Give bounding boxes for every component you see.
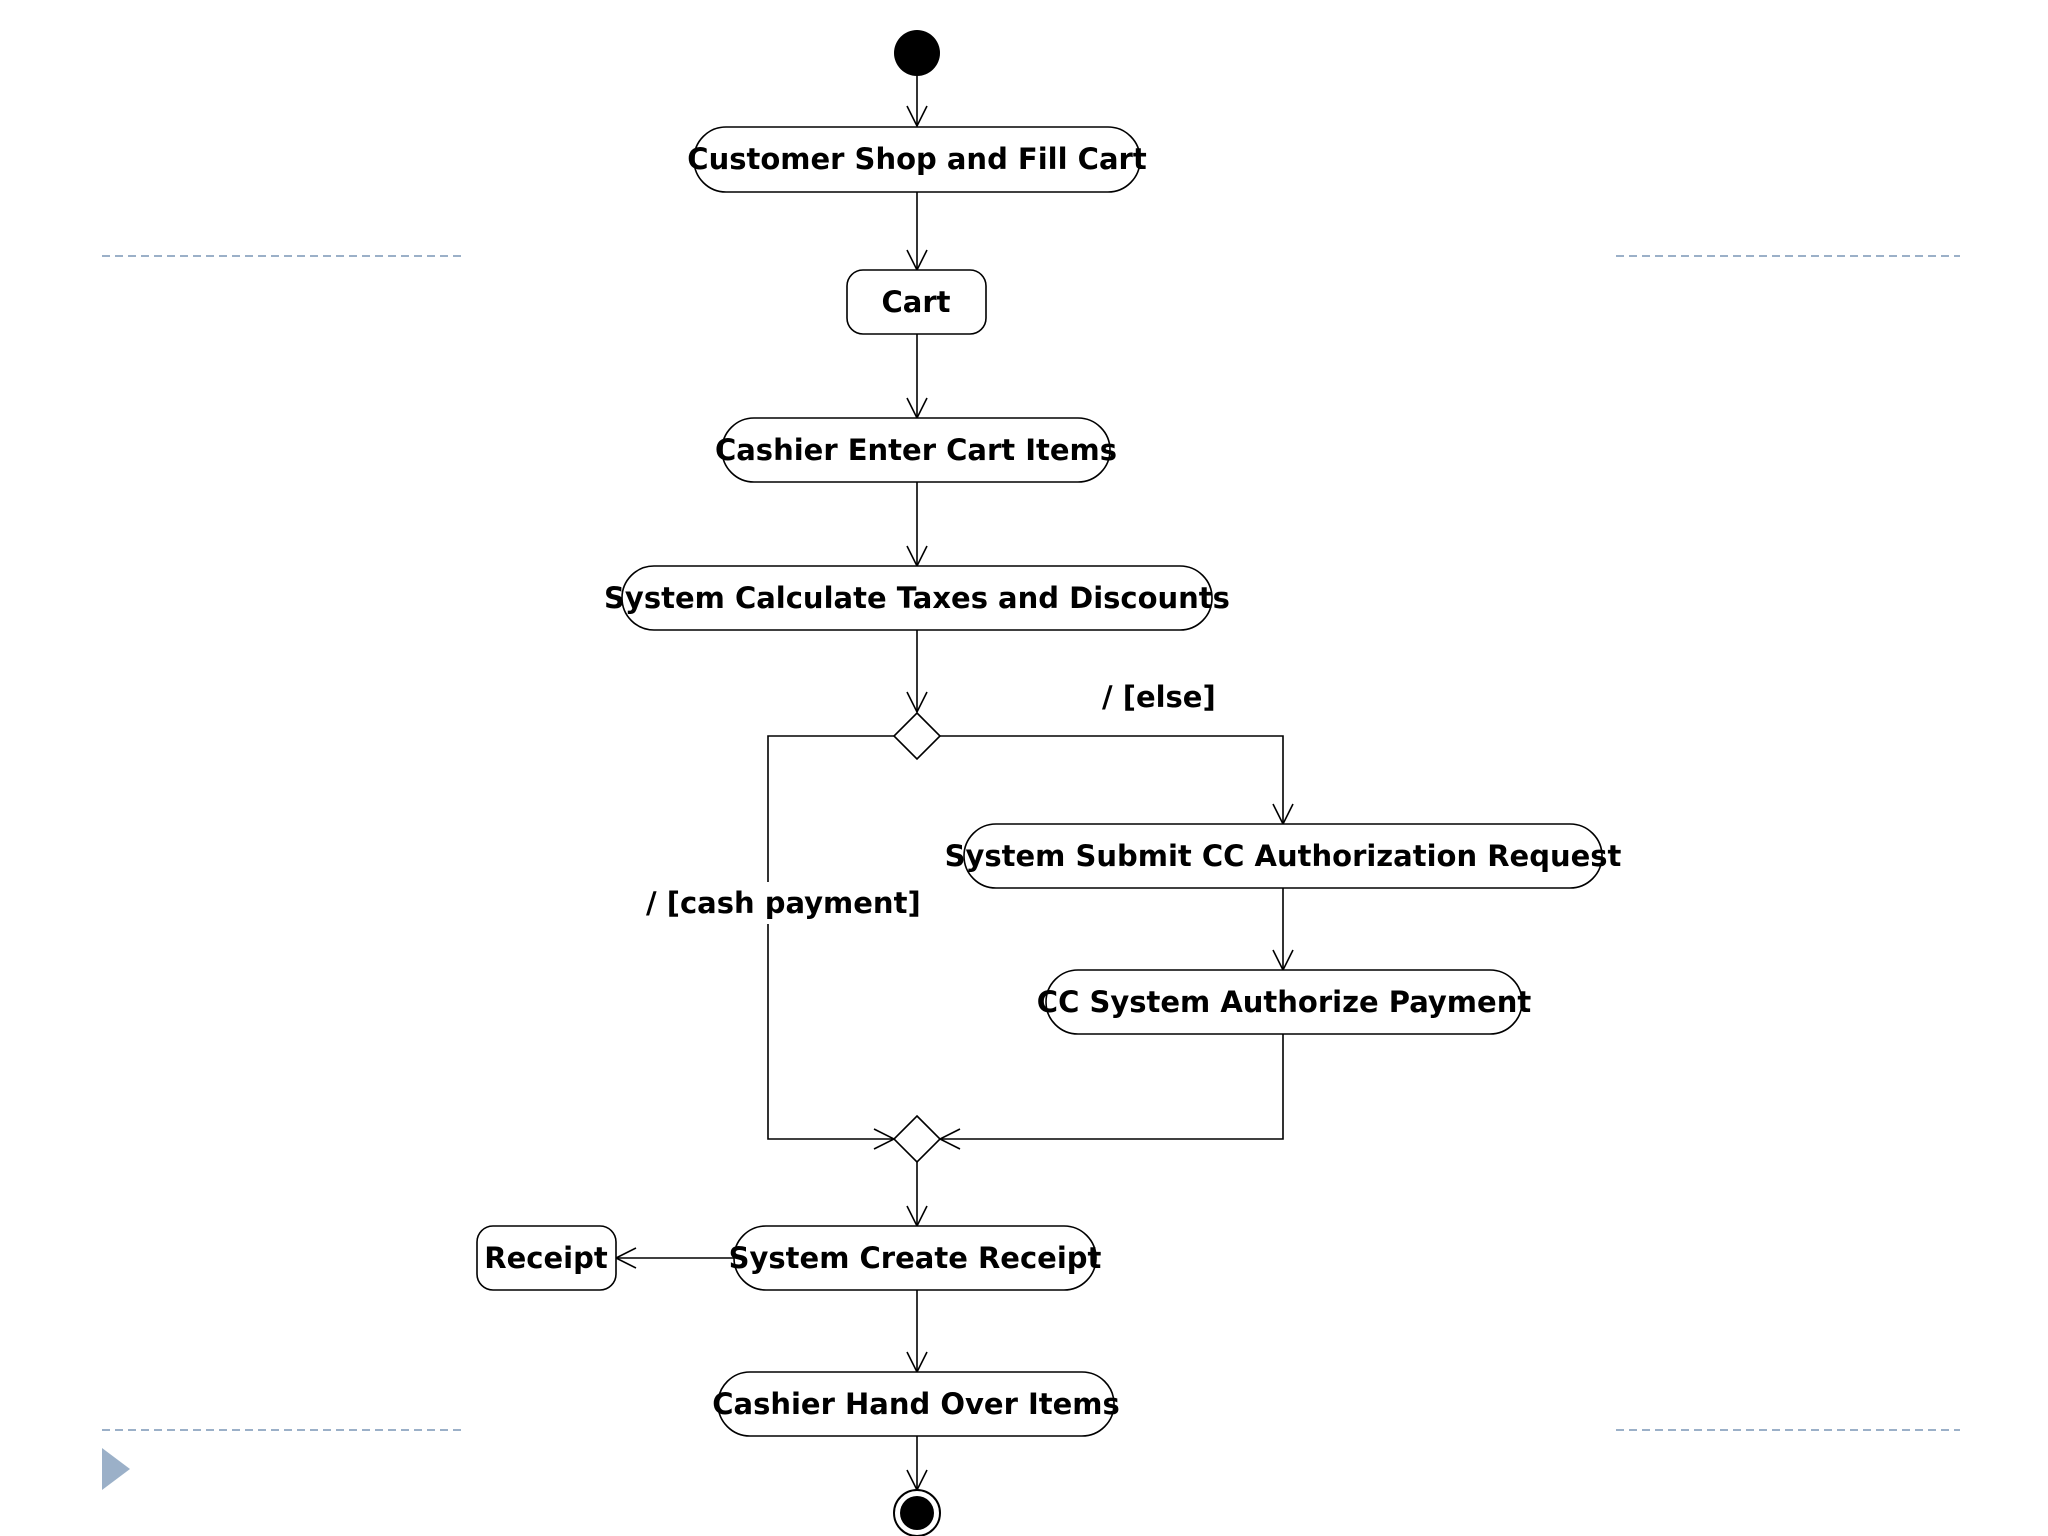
action-enter-cart-items-label: Cashier Enter Cart Items — [715, 433, 1117, 467]
action-calculate-taxes-label: System Calculate Taxes and Discounts — [604, 581, 1230, 615]
action-hand-over-items-label: Cashier Hand Over Items — [712, 1387, 1120, 1421]
action-create-receipt: System Create Receipt — [729, 1225, 1102, 1291]
arrowhead-initial-to-shop — [906, 105, 928, 128]
action-shop-fill-cart: Customer Shop and Fill Cart — [687, 126, 1147, 193]
action-create-receipt-label: System Create Receipt — [729, 1241, 1102, 1275]
initial-node — [894, 30, 940, 76]
action-enter-cart-items: Cashier Enter Cart Items — [715, 417, 1117, 483]
edge-authorize-to-merge — [940, 1034, 1284, 1140]
object-cart: Cart — [846, 269, 987, 335]
edge-decision-to-merge-cash — [767, 735, 894, 1140]
guard-cash-payment-background — [645, 882, 901, 924]
guard-cash-payment-label: / [cash payment] — [646, 886, 921, 920]
guard-else-label: / [else] — [1102, 680, 1216, 714]
slide-bullet-triangle-icon — [102, 1448, 130, 1490]
action-shop-fill-cart-label: Customer Shop and Fill Cart — [687, 142, 1147, 176]
action-hand-over-items: Cashier Hand Over Items — [712, 1371, 1120, 1437]
action-authorize-payment-label: CC System Authorize Payment — [1037, 985, 1532, 1019]
merge-node — [892, 1114, 942, 1164]
object-receipt: Receipt — [476, 1225, 617, 1291]
decision-node — [892, 711, 942, 761]
object-cart-label: Cart — [881, 285, 950, 319]
object-receipt-label: Receipt — [484, 1241, 608, 1275]
action-submit-cc-request: System Submit CC Authorization Request — [945, 823, 1622, 889]
final-node — [893, 1489, 941, 1536]
action-authorize-payment: CC System Authorize Payment — [1037, 969, 1532, 1035]
action-calculate-taxes: System Calculate Taxes and Discounts — [604, 565, 1230, 631]
edge-decision-to-submit-cc — [940, 735, 1284, 824]
action-submit-cc-request-label: System Submit CC Authorization Request — [945, 839, 1622, 873]
